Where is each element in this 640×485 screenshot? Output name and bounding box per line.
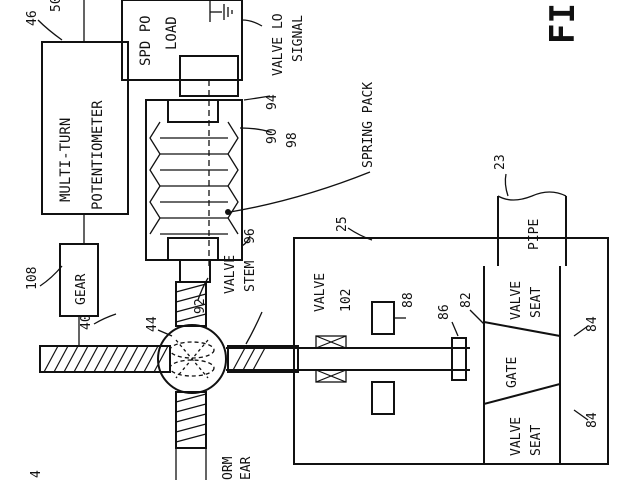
ref-86: 86: [437, 304, 452, 320]
ref-46-leader: [37, 19, 63, 41]
stem-connector: [179, 259, 211, 283]
ref-40: 40: [79, 314, 94, 330]
worm-lower-hatch: [175, 393, 207, 443]
ref-84-top-leader: [573, 325, 589, 337]
potentiometer-label-2: POTENTIOMETER: [90, 100, 106, 210]
ref-23-leader: [504, 173, 509, 197]
seat-bottom-label-2: SEAT: [529, 425, 544, 456]
worm-shaft-right-hatch: [231, 345, 267, 373]
ref-25: 25: [335, 216, 350, 232]
seat-top-label-2: SEAT: [529, 287, 544, 318]
valve-body-box: [293, 237, 609, 465]
bonnet-block-top: [371, 301, 395, 335]
potentiometer-label-1: MULTI-TURN: [58, 118, 74, 202]
valve-stem-label-1: VALVE: [223, 255, 238, 294]
spd-label: SPD PO: [138, 15, 154, 66]
worm-upper-hatch: [175, 283, 207, 323]
ref-92: 92: [193, 298, 208, 314]
ref-108: 108: [25, 267, 40, 290]
figure-label: FI: [543, 3, 583, 44]
ref-92-leader: [197, 277, 209, 301]
ref-44-leader: [157, 329, 173, 337]
ref-4: 4: [29, 470, 44, 478]
valve-lo-label: VALVE LO: [271, 13, 286, 76]
ref-102: 102: [339, 289, 354, 312]
ref-40-leader: [93, 313, 117, 325]
worm-shaft-left-hatch: [43, 345, 169, 373]
signal-leader: [241, 19, 263, 27]
stem-collar: [451, 337, 467, 381]
spring-pack-leader: [229, 171, 371, 213]
ground-icon: [210, 4, 233, 20]
worm-lower: [175, 391, 207, 449]
valve-stem-label-2: STEM: [243, 261, 258, 292]
spring-pack-label: SPRING PACK: [361, 82, 376, 168]
seat-bottom-label-1: VALVE: [509, 417, 524, 456]
pipe-label: PIPE: [527, 219, 542, 250]
ref-98: 98: [285, 132, 300, 148]
ref-84-top: 84: [585, 316, 600, 332]
seat-top-label-1: VALVE: [509, 281, 524, 320]
pipe-break-line: [497, 191, 567, 201]
ref-84-bottom-leader: [573, 409, 589, 421]
worm-gear-label-1: ORM: [221, 456, 236, 480]
ref-96-leader: [241, 235, 251, 247]
worm-shaft-left: [39, 345, 171, 373]
ref-86-leader: [451, 321, 459, 337]
ref-82-leader: [469, 309, 485, 325]
ref-82: 82: [459, 292, 474, 308]
worm-gear-teeth: [169, 339, 215, 379]
gate-label: GATE: [505, 357, 520, 388]
ref-90-leader: [239, 127, 271, 133]
spd-load-box: [121, 0, 243, 81]
worm-shaft-right: [227, 345, 299, 373]
signal-label: SIGNAL: [291, 15, 306, 62]
ref-94: 94: [265, 94, 280, 110]
load-label: LOAD: [164, 16, 180, 50]
spring-cap-top: [167, 99, 219, 123]
packing-seal: [315, 335, 347, 383]
valve-box-label: VALVE: [313, 273, 328, 312]
spring-cap-bottom: [167, 237, 219, 261]
worm-gear-label-2: EAR: [239, 456, 254, 480]
gate: [483, 320, 561, 406]
ref-50: 50: [49, 0, 64, 12]
spring-pack: [149, 121, 239, 235]
spring-pack-housing: [145, 99, 243, 261]
bonnet-block-bottom: [371, 381, 395, 415]
spring-pack-pointer-dot: [225, 209, 231, 215]
potentiometer-box: [41, 41, 129, 215]
ref-88: 88: [401, 292, 416, 308]
ref-44: 44: [145, 316, 160, 332]
ref-108-leader: [39, 265, 63, 287]
ref-84-bottom: 84: [585, 412, 600, 428]
ref-23: 23: [493, 154, 508, 170]
ref-94-leader: [243, 95, 271, 101]
gear-label: GEAR: [74, 274, 89, 305]
valve-stem-leader: [245, 311, 263, 345]
ref-25-leader: [347, 227, 373, 241]
ref-46: 46: [25, 10, 40, 26]
